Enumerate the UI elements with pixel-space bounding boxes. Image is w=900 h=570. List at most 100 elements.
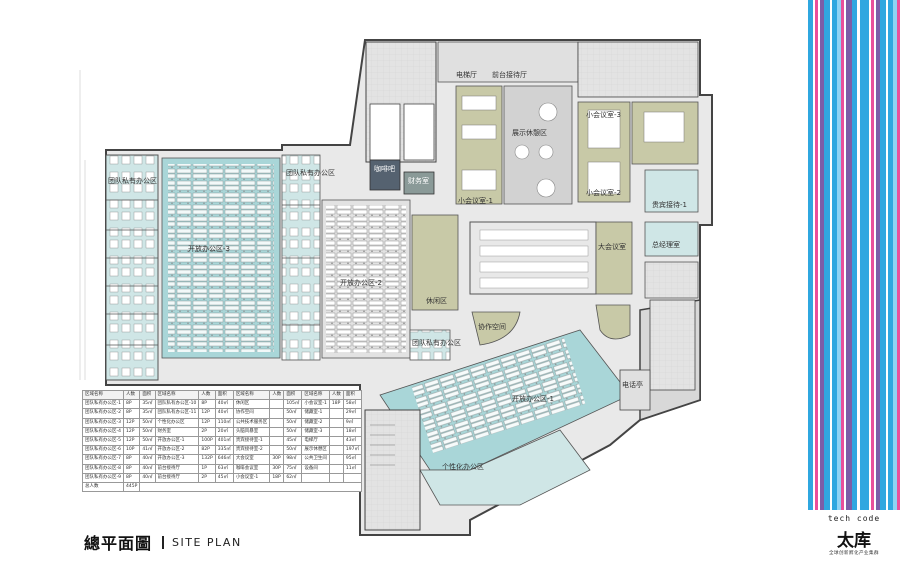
brand-stripe (852, 0, 857, 570)
legend-cell: 40㎡ (139, 454, 156, 465)
legend-cell: 人数 (198, 389, 216, 401)
open-office-3-label: 开放办公区-3 (188, 245, 230, 253)
meeting-2-label: 小会议室-2 (586, 189, 621, 197)
title-divider (162, 535, 165, 549)
open-office-1-label: 开放办公区-1 (512, 395, 554, 403)
legend-cell: 协作空间 (232, 408, 271, 419)
legend-cell: 12P (198, 408, 216, 419)
legend-cell: 头脑风暴室 (232, 426, 271, 437)
title-english: SITE PLAN (172, 535, 242, 549)
brand-stripe (820, 0, 824, 570)
legend-cell: 335㎡ (214, 445, 234, 456)
legend-cell: 2P (198, 472, 216, 483)
legend-cell: 小会议室-1 (301, 399, 330, 410)
brand-stripe (876, 0, 880, 570)
legend-total-label: 总人数 (82, 481, 124, 493)
brand-stripe (880, 0, 886, 570)
legend-cell: 面积 (283, 389, 303, 401)
legend-cell (328, 408, 344, 419)
brand-stripe (897, 0, 900, 570)
brand-stripe (846, 0, 852, 570)
legend-cell: 团队私有办公区-11 (154, 408, 200, 419)
legend-cell: 40㎡ (214, 399, 234, 410)
legend-cell: 30P (269, 454, 285, 465)
brand-stripe (818, 0, 820, 570)
legend-cell: 8P (122, 399, 141, 410)
legend-cell: 团队私有办公区-3 (82, 417, 124, 428)
title-chinese: 總平面圖 (84, 534, 153, 553)
legend-cell: 8P (122, 463, 141, 474)
legend-cell: 29㎡ (342, 408, 363, 419)
legend-cell: 面积 (139, 389, 156, 401)
legend-cell: 人数 (122, 389, 141, 401)
brand-stripe (893, 0, 897, 570)
brand-stripe (844, 0, 846, 570)
legend-cell: 50㎡ (139, 435, 156, 447)
brand-stripe (837, 0, 841, 570)
legend-cell: 98㎡ (283, 454, 303, 465)
brand-stripe (824, 0, 830, 570)
restroom-east (619, 369, 651, 411)
finance-label: 财务室 (408, 177, 429, 185)
legend-cell: 开放办公区-1 (154, 435, 200, 447)
legend-cell (301, 472, 330, 483)
brand-stripe (857, 0, 860, 570)
lounge-area (411, 214, 459, 311)
team-office-label-2: 团队私有办公区 (286, 169, 335, 177)
legend-cell: 团队私有办公区-9 (82, 472, 124, 483)
brand-logo-box (808, 510, 900, 570)
legend-cell: 8P (122, 472, 141, 483)
brand-stripe (860, 0, 864, 570)
brainstorm-room (595, 221, 633, 295)
legend-cell: 8P (198, 399, 216, 410)
legend-cell: 50㎡ (283, 445, 303, 456)
meeting-3-label: 小会议室-3 (586, 111, 621, 119)
vip-reception-room (644, 169, 699, 213)
cafe-area (369, 159, 401, 191)
legend-cell (328, 426, 344, 437)
brand-stripe (874, 0, 876, 570)
legend-cell: 前台接待厅 (154, 463, 200, 474)
legend-cell: 63㎡ (214, 463, 234, 474)
legend-cell (269, 435, 285, 447)
legend-cell (269, 417, 285, 428)
legend-cell: 小会议室-1 (232, 472, 271, 483)
legend-cell: 82P (198, 445, 216, 456)
legend-cell: 公共技术服务区 (232, 417, 271, 428)
team-office-mid (281, 154, 321, 361)
legend-cell: 公共卫生间 (301, 454, 330, 465)
elevator-hall-area (437, 41, 579, 83)
showroom-label: 展示休憩区 (512, 129, 547, 137)
legend-cell: 75㎡ (283, 463, 303, 474)
legend-cell: 40㎡ (139, 472, 156, 483)
legend-total-value: 445P (122, 481, 141, 493)
legend-cell: 2P (198, 426, 216, 437)
legend-cell: 401㎡ (214, 435, 234, 447)
vip-reception-label: 贵宾接待-1 (652, 201, 687, 209)
team-office-label-1: 团队私有办公区 (108, 177, 157, 185)
bottom-team-office (409, 329, 451, 361)
brand-stripe (871, 0, 874, 570)
brand-stripe (869, 0, 871, 570)
legend-cell: 团队私有办公区-6 (82, 445, 124, 456)
legend-cell (269, 408, 285, 419)
legend-cell: 35㎡ (139, 408, 156, 419)
legend-cell: 41㎡ (139, 445, 156, 456)
area-legend-table: 区域名称人数面积区域名称人数面积区域名称人数面积区域名称人数面积团队私有办公区-… (82, 389, 363, 493)
legend-cell: 面积 (214, 389, 234, 401)
legend-cell: 50㎡ (283, 426, 303, 437)
legend-cell: 100P (198, 435, 216, 447)
legend-cell: 197㎡ (342, 445, 363, 456)
legend-cell: 105㎡ (283, 399, 303, 410)
legend-cell (328, 454, 344, 465)
legend-cell: 95㎡ (342, 454, 363, 465)
left-guide-lines (79, 70, 86, 380)
